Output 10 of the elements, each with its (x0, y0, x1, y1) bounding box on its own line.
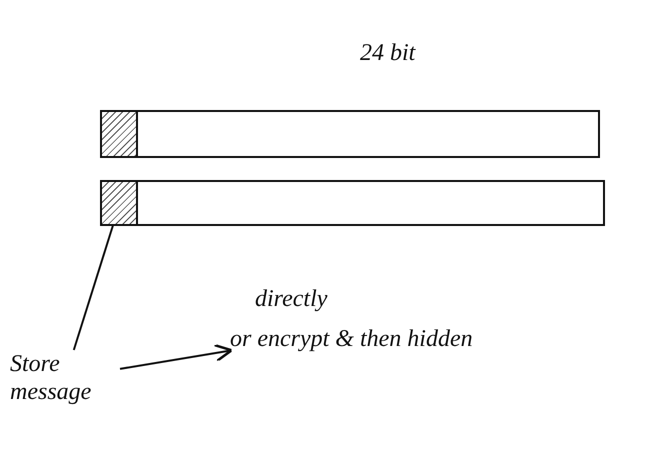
memory-bar (100, 110, 600, 158)
bit-width-label: 24 bit (360, 40, 416, 67)
note-text: or encrypt & then hidden (230, 325, 473, 353)
leader-line (72, 224, 114, 350)
hatched-cell (102, 182, 138, 224)
arrow (120, 344, 233, 370)
note-text: directly (255, 285, 328, 313)
hatched-cell (102, 112, 138, 156)
note-text: Store message (10, 350, 120, 406)
memory-bar (100, 180, 605, 226)
